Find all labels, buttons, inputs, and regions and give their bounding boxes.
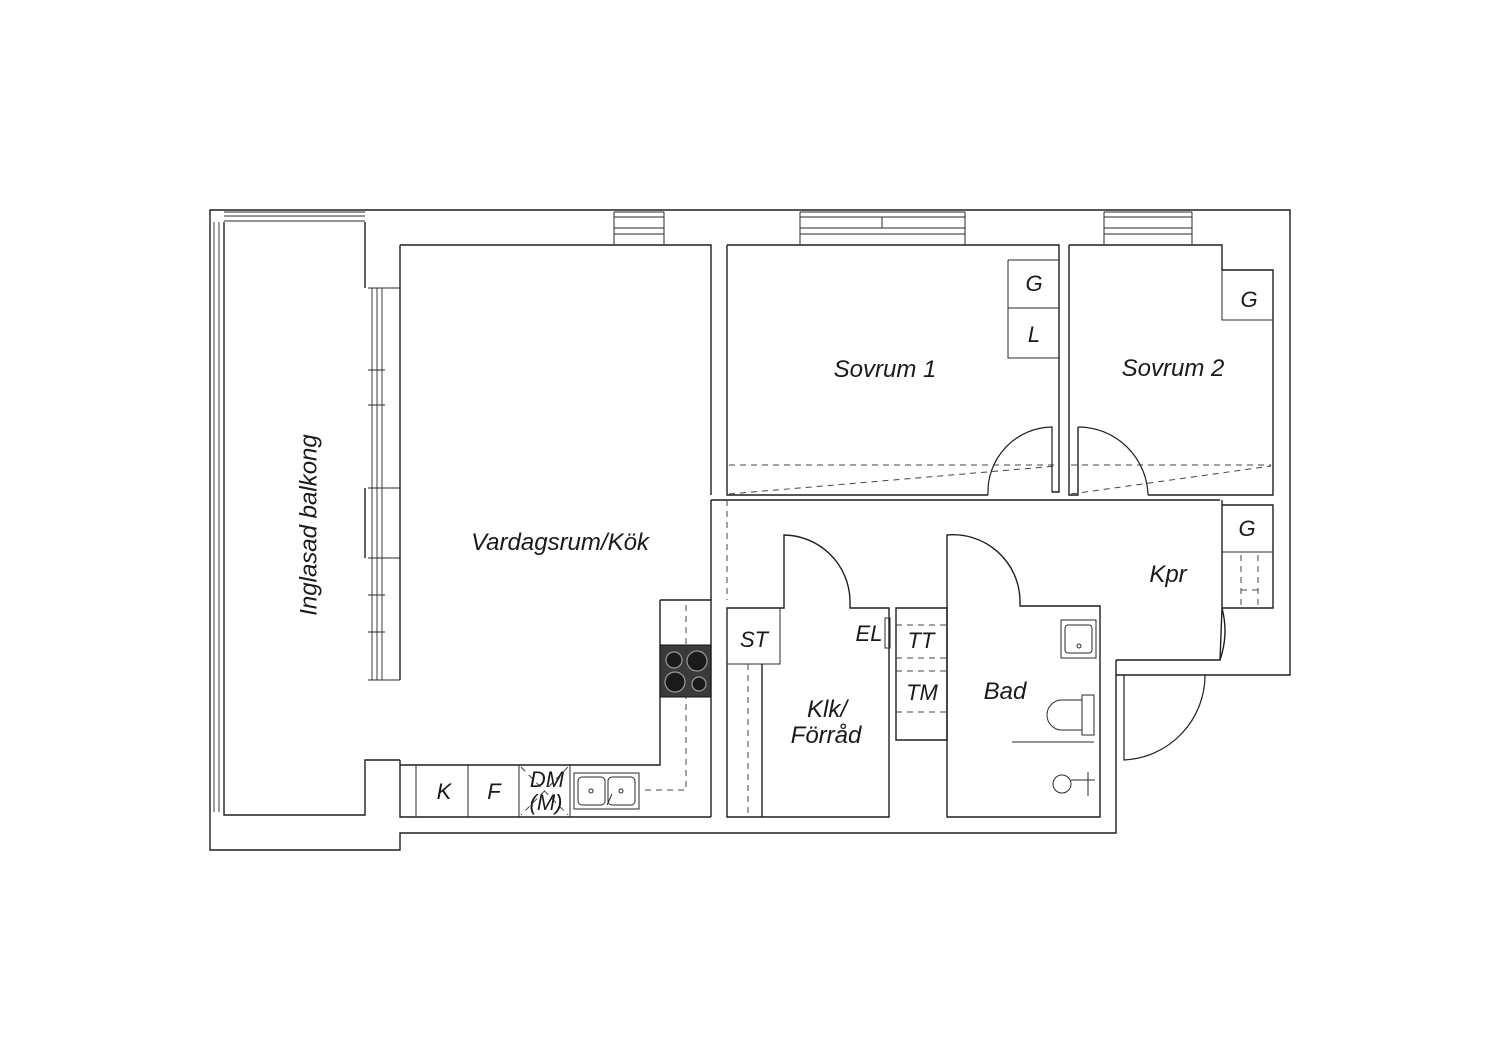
room-label-balcony: Inglasad balkong: [295, 434, 322, 616]
bathroom-walls: [946, 534, 1101, 818]
label-dryer: TT: [908, 628, 936, 653]
hall-walls: [1115, 500, 1274, 761]
label-washer: TM: [906, 680, 938, 705]
label-wardrobe-hall: G: [1238, 516, 1255, 541]
balcony-glazing: [213, 211, 400, 812]
label-linen-bed1: L: [1028, 322, 1040, 347]
closet-walls: [710, 500, 891, 818]
bedroom-1-walls: [726, 244, 1060, 496]
toilet-icon: [1046, 694, 1095, 736]
room-label-closet-line2: Förråd: [791, 722, 862, 749]
windows-top: [613, 211, 1193, 245]
washbasin-icon: [1060, 619, 1097, 659]
kitchen-sink-icon: [573, 772, 640, 810]
label-wardrobe-bed2: G: [1240, 287, 1257, 312]
room-label-bedroom-2: Sovrum 2: [1122, 355, 1225, 382]
shower-icon: [1052, 772, 1095, 796]
room-label-hall: Kpr: [1149, 561, 1187, 588]
room-label-living-kitchen: Vardagsrum/Kök: [471, 529, 651, 556]
label-dishwasher-line1: DM: [530, 767, 565, 792]
outer-walls: [209, 209, 1291, 851]
room-label-bathroom: Bad: [984, 678, 1027, 705]
label-cleaning-cupboard: ST: [740, 627, 770, 652]
room-label-bedroom-1: Sovrum 1: [834, 356, 937, 383]
electric-cabinet-icon: [884, 617, 891, 649]
label-electric-cabinet: EL: [856, 621, 883, 646]
label-fridge: K: [437, 779, 453, 804]
labels: Inglasad balkong Vardagsrum/Kök Sovrum 1…: [295, 271, 1257, 815]
room-label-closet-line1: Klk/: [807, 696, 849, 723]
bedroom-2-walls: [1068, 244, 1274, 496]
label-dishwasher-line2: (M): [530, 790, 563, 815]
label-freezer: F: [487, 779, 502, 804]
label-wardrobe-bed1: G: [1025, 271, 1042, 296]
